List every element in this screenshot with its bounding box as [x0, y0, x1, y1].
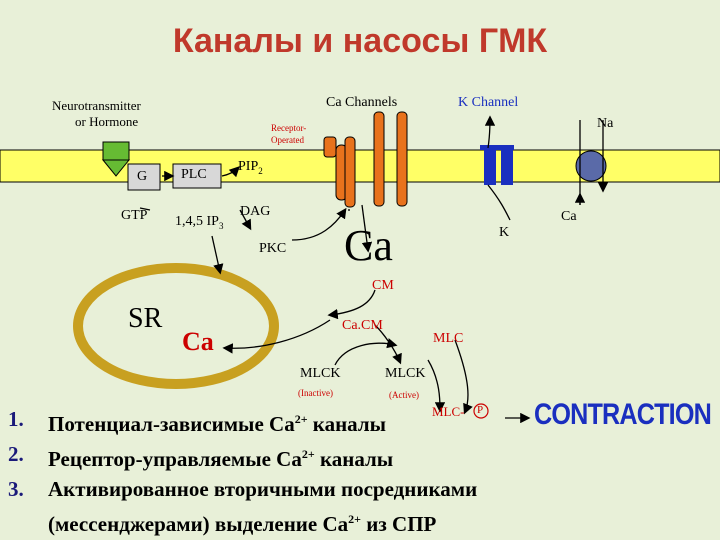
list-number: [8, 504, 48, 539]
plc-label: PLC: [181, 167, 207, 182]
na-label: Na: [597, 116, 614, 131]
list-number: 2.: [8, 442, 24, 466]
phosphate-circle: [473, 403, 489, 419]
page-title: Каналы и насосы ГМК: [172, 22, 548, 60]
list-text: (мессенджерами) выделение Ca2+ из СПР: [48, 512, 437, 536]
contraction-label: CONTRACTION: [534, 398, 712, 431]
mlc-label: MLC: [433, 331, 464, 346]
cm-label: CM: [372, 278, 394, 293]
list-number: 1.: [8, 407, 24, 431]
receptor-operated-channel: [323, 136, 356, 208]
list-item: 2. Рецептор-управляемые Ca2+ каналы: [8, 439, 708, 474]
or-hormone-label: or Hormone: [75, 114, 139, 129]
list-item: 3. Активированное вторичными посредникам…: [8, 474, 708, 504]
k-channel-label: K Channel: [458, 95, 519, 110]
active-label: (Active): [389, 390, 419, 400]
ca-channel-1: [373, 111, 385, 207]
receptor-operated-label-1: Receptor-: [271, 123, 307, 133]
dag-label: DAG: [240, 204, 271, 219]
g-label: G: [137, 169, 148, 184]
ca-channels-label: Ca Channels: [326, 95, 398, 110]
list-text: Потенциал-зависимые Ca2+ каналы: [48, 412, 387, 436]
plc-box: [172, 163, 222, 189]
mlck-inactive-label: MLCK: [300, 366, 341, 381]
list-item: (мессенджерами) выделение Ca2+ из СПР: [8, 504, 708, 539]
list-text: Рецептор-управляемые Ca2+ каналы: [48, 447, 394, 471]
exchanger-pump-icon: [575, 150, 607, 182]
list-number: 3.: [8, 477, 24, 501]
pkc-label: PKC: [259, 241, 287, 256]
p-label: P: [477, 404, 484, 416]
gtp-label: GTP: [121, 208, 148, 223]
mlck-active-label: MLCK: [385, 366, 426, 381]
list-text: Активированное вторичными посредниками: [48, 477, 478, 501]
g-protein-box: [127, 163, 161, 191]
k-channel-icon: [480, 145, 514, 185]
sr-ca-label: Ca: [182, 327, 214, 356]
sarcoplasmic-reticulum: [73, 263, 279, 389]
ca-channel-2: [396, 111, 408, 207]
mlc-p-label: MLC-: [432, 404, 465, 419]
pip2-label: PIP2: [238, 159, 263, 176]
ip3-label: 1,4,5 IP3: [175, 214, 224, 231]
neurotransmitter-label: Neurotransmitter: [52, 98, 141, 113]
channel-list: 1. Потенциал-зависимые Ca2+ каналы 2. Ре…: [8, 404, 708, 539]
list-item: 1. Потенциал-зависимые Ca2+ каналы: [8, 404, 708, 439]
inactive-label: (Inactive): [298, 388, 333, 398]
cacm-label: Ca.CM: [342, 318, 383, 333]
k-out-label: K: [499, 225, 510, 240]
ca-cytosol-label: Ca: [344, 221, 393, 270]
sr-label: SR: [128, 303, 163, 334]
receptor-icon: [101, 141, 131, 177]
receptor-operated-label-2: Operated: [271, 135, 304, 145]
ca-out-label: Ca: [561, 209, 577, 224]
